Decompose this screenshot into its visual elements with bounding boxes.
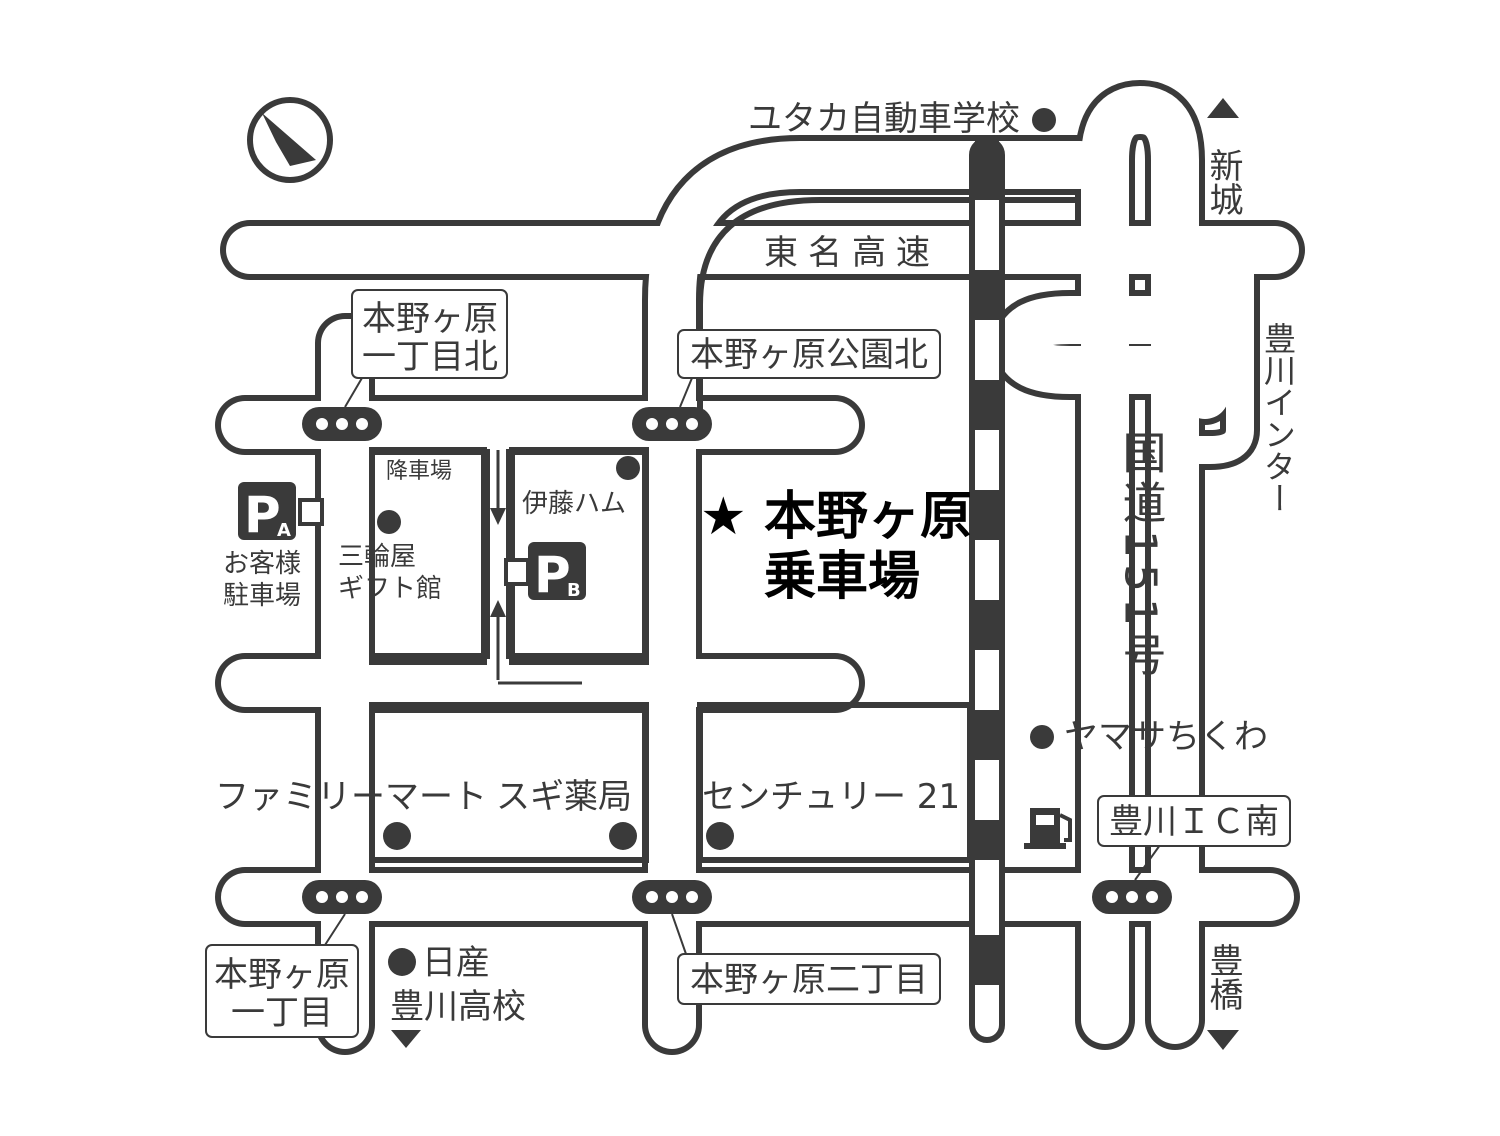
expressway-label: 東名高速 [764,233,940,273]
parking-a: P A [238,482,324,544]
svg-text:本野ヶ原二丁目: 本野ヶ原二丁目 [690,960,928,1000]
svg-text:豊川ＩＣ南: 豊川ＩＣ南 [1109,802,1279,842]
interchange-label: 豊川インター [1259,322,1297,514]
direction-south-label: 豊橋 [1203,943,1243,1011]
parking-icon [238,482,296,540]
svg-text:B: B [567,580,581,601]
drop-off-label: 降車場 [386,459,452,484]
sugi-label: スギ薬局 [496,777,632,817]
railway [969,137,1005,1043]
driving-school-label: ユタカ自動車学校 [748,99,1020,139]
itoham-label: 伊藤ハム [522,489,626,519]
intersection-motonogahara-1-kita: 本野ヶ原 一丁目北 [351,289,508,379]
svg-text:P: P [534,546,571,604]
star-icon: ★ [700,487,747,547]
gas-station-icon [1024,808,1072,849]
century-label: センチュリー 21 [702,777,960,817]
svg-text:一丁目北: 一丁目北 [362,337,498,377]
route-label: 国道151号 [1115,430,1166,682]
landmark-dot-icon [377,108,1056,976]
compass-icon [247,97,333,183]
destination-marker: ★ 本野ヶ原 乗車場 [700,487,972,607]
svg-text:本野ヶ原: 本野ヶ原 [362,299,498,339]
intersection-motonogahara-2: 本野ヶ原二丁目 [677,953,941,1005]
label-leaders [324,377,1161,955]
parking-b: P B [504,542,586,604]
intersection-motonogahara-1: 本野ヶ原 一丁目 [205,944,359,1038]
high-school-label: 豊川高校 [390,987,526,1027]
nissan-label: 日産 [422,943,490,983]
road-network-fill [221,86,1299,1049]
yamasa-label: ヤマサちくわ [1064,717,1268,757]
guest-parking-label-line2: 駐車場 [223,581,301,611]
svg-text:A: A [277,520,291,541]
arrow-up-icon [1207,98,1239,118]
svg-text:P: P [244,486,281,544]
miwaya-label-line1: 三輪屋 [338,542,416,572]
destination-title-line1: 本野ヶ原 [764,487,972,547]
arrow-down-icon [391,1030,1239,1050]
svg-text:本野ヶ原公園北: 本野ヶ原公園北 [690,335,928,375]
familymart-label: ファミリーマート [215,777,487,817]
svg-text:本野ヶ原: 本野ヶ原 [214,955,350,995]
direction-north-label: 新城 [1203,148,1243,216]
intersection-ic-minami: 豊川ＩＣ南 [1097,795,1291,847]
parking-icon [528,542,586,600]
miwaya-label-line2: ギフト館 [338,574,442,604]
guest-parking-label-line1: お客様 [223,549,301,579]
svg-text:一丁目: 一丁目 [231,993,333,1033]
traffic-light-icon [302,407,1172,914]
destination-title-line2: 乗車場 [764,547,920,607]
intersection-koen-kita: 本野ヶ原公園北 [677,329,941,379]
